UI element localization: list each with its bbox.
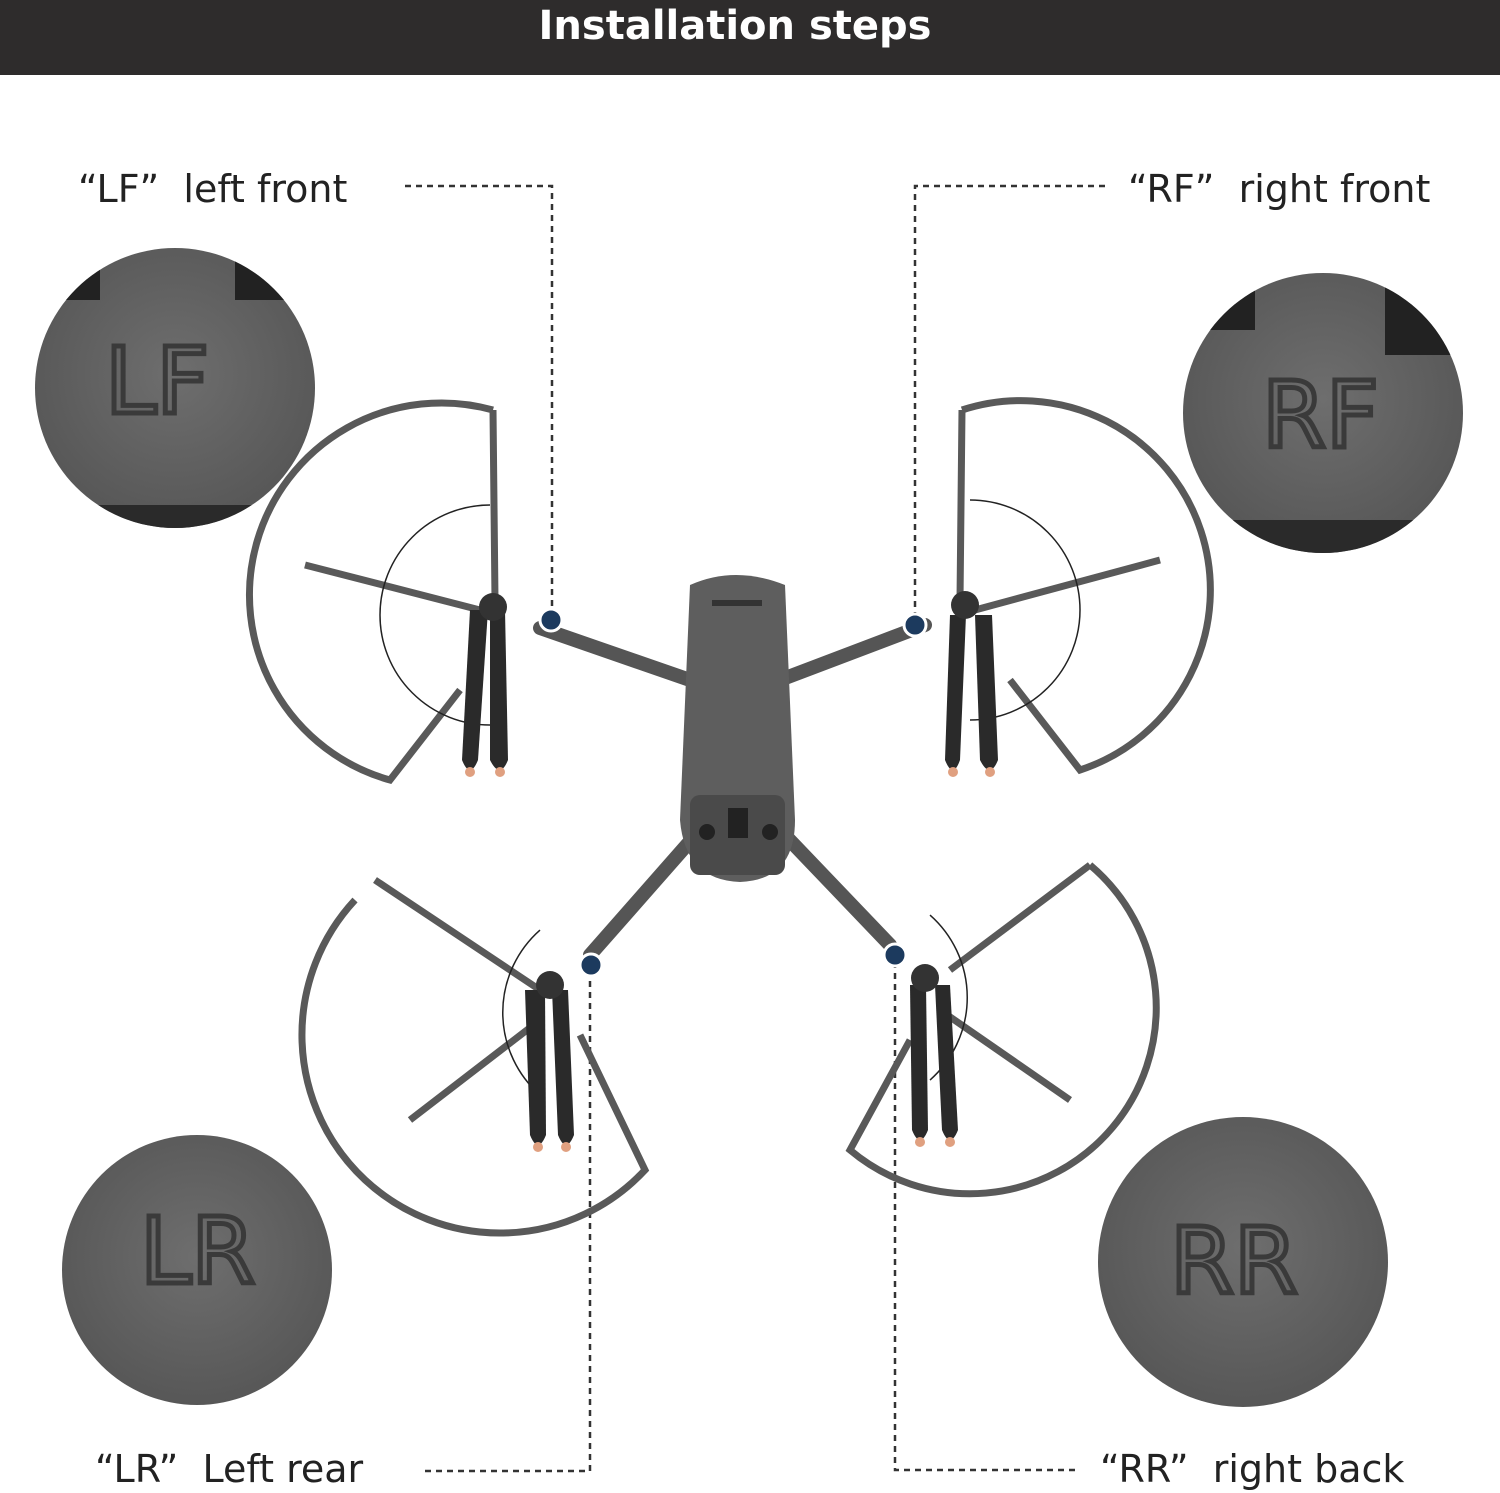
closeup-rf: RF	[1183, 273, 1463, 553]
marker-lr	[578, 952, 604, 978]
page-title: Installation steps	[538, 2, 932, 49]
leader-line-rr	[893, 955, 1075, 1472]
marker-rr	[882, 942, 908, 968]
leader-line-lf	[405, 184, 554, 620]
label-left-front: “LF” left front	[78, 167, 348, 211]
propeller-guards	[245, 397, 1214, 1237]
marker-lf	[538, 607, 564, 633]
leader-line-lr	[425, 965, 592, 1473]
closeup-lr: LR	[62, 1135, 332, 1405]
label-right-front: “RF” right front	[1128, 167, 1431, 211]
drone-arms	[533, 618, 932, 962]
position-markers	[538, 607, 928, 978]
marker-rf	[902, 612, 928, 638]
closeup-lr-text: LR	[140, 1198, 255, 1305]
header-bar: Installation steps	[0, 0, 1500, 75]
label-right-back: “RR” right back	[1100, 1447, 1405, 1491]
leader-line-rf	[913, 184, 1105, 625]
drone-body	[680, 575, 795, 882]
propellers	[462, 610, 998, 1145]
closeup-rr: RR	[1098, 1117, 1388, 1407]
closeup-rf-text: RF	[1262, 362, 1379, 469]
closeup-lf: LF	[35, 248, 315, 528]
label-left-rear: “LR” Left rear	[95, 1447, 364, 1491]
closeup-lf-text: LF	[105, 328, 209, 435]
closeup-rr-text: RR	[1170, 1208, 1298, 1315]
